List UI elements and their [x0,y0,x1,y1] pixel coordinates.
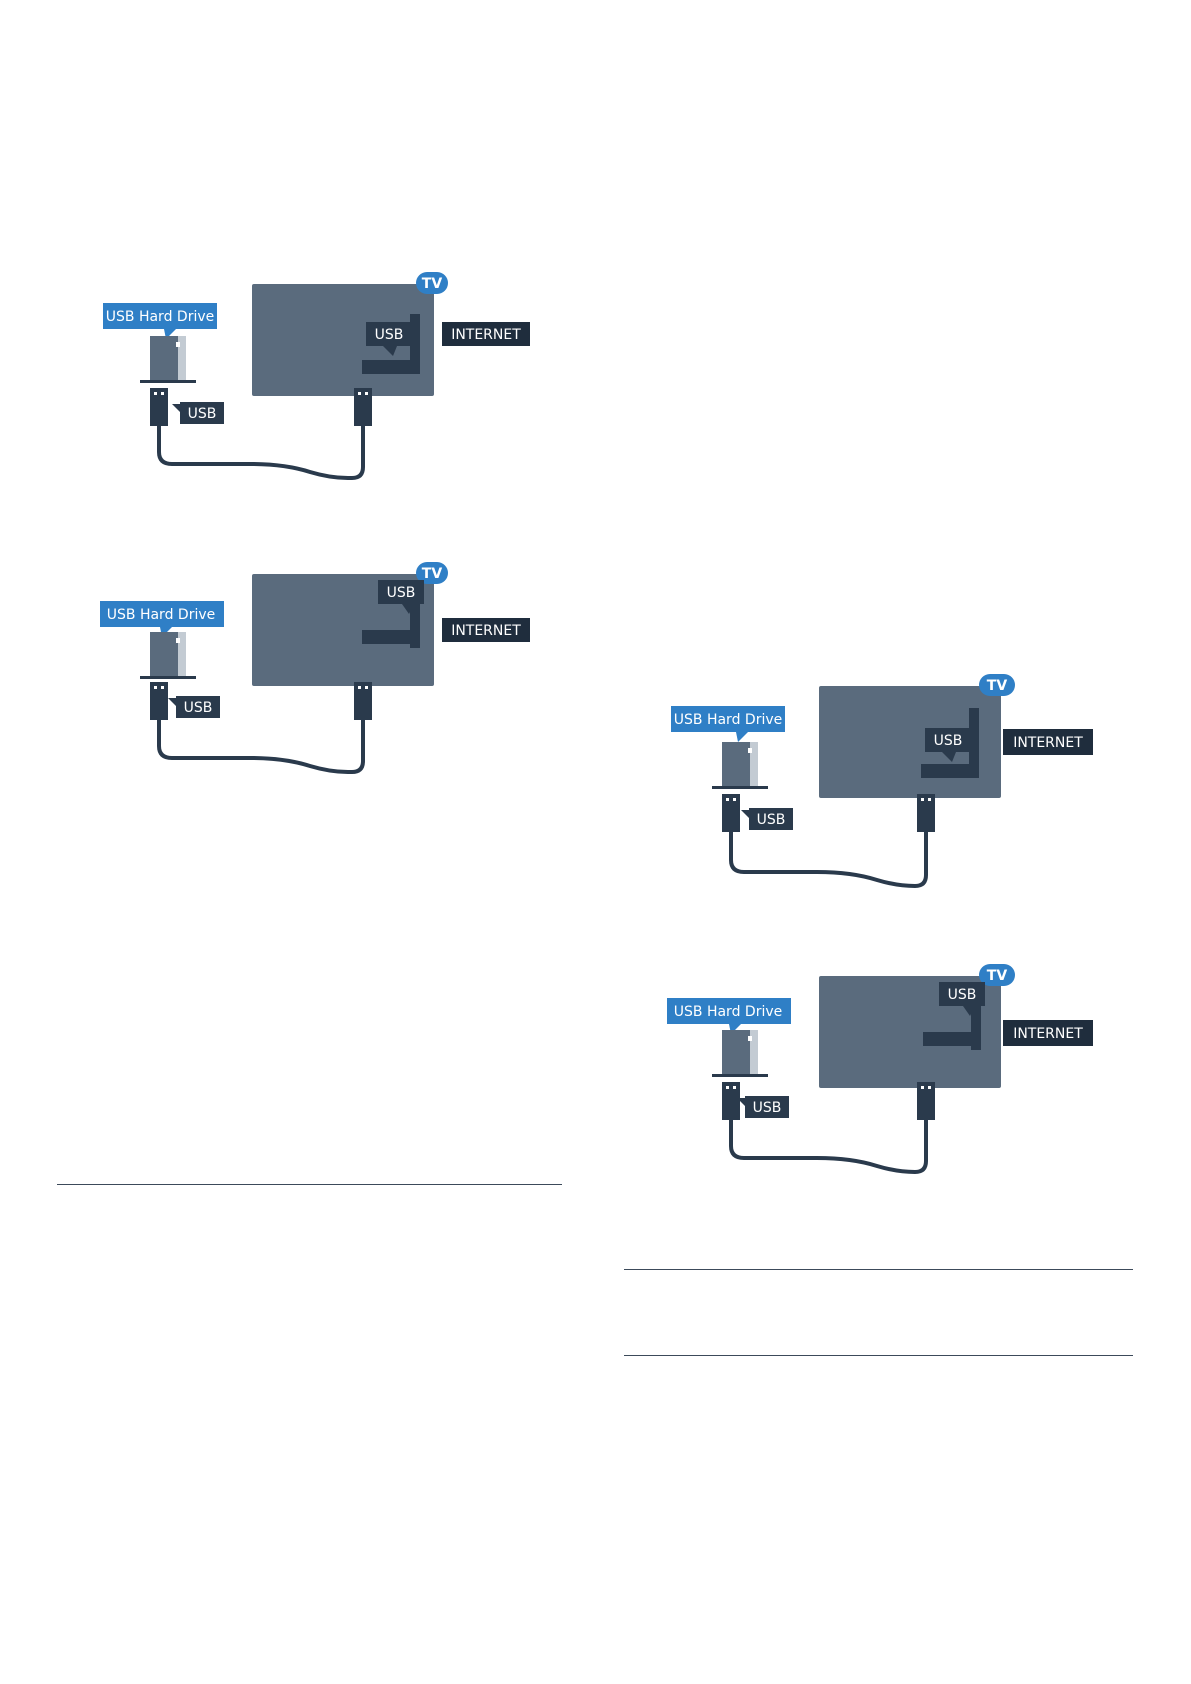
tv-badge [416,272,448,294]
tv-usb-port [362,360,412,374]
tv-port-post [410,600,420,648]
usb-plug-left-icon [722,794,740,832]
cable-usb-label: USB [757,812,786,828]
tv-port-post [410,314,420,374]
tv-usb-label: USB [387,585,416,601]
usb-plug-right-icon [917,794,935,832]
hard-drive-label-box [667,998,791,1024]
connection-diagram-4: TV USB INTERNET USB Hard Drive [667,964,1147,1204]
tv-usb-label: USB [934,733,963,749]
usb-plug-left-icon [150,388,168,426]
usb-cable [729,832,928,889]
internet-label-box [1003,729,1093,755]
hard-drive-label-box [103,303,217,329]
usb-plug-left-icon [722,1082,740,1120]
section-divider-right-2 [624,1355,1133,1356]
tv-badge-label: TV [987,678,1008,694]
cable-usb-label: USB [188,406,217,422]
hard-drive-label: USB Hard Drive [674,1004,782,1020]
tv-usb-label: USB [375,327,404,343]
tv-badge [979,674,1015,696]
usb-hard-drive-icon [712,742,768,789]
hard-drive-label: USB Hard Drive [107,607,215,623]
tv-port-post [969,708,979,778]
cable-usb-label-box [180,402,224,424]
cable-usb-label-box [176,696,220,718]
internet-label: INTERNET [451,327,521,343]
usb-plug-left-icon [150,682,168,720]
tv-usb-port [362,630,412,644]
section-divider-left [57,1184,562,1185]
usb-hard-drive-icon [140,336,196,383]
usb-hard-drive-icon [712,1030,768,1077]
tv-badge-label: TV [422,276,443,292]
tv-usb-port [923,1032,973,1046]
internet-label: INTERNET [1013,1026,1083,1042]
tv-badge-label: TV [422,566,443,582]
hard-drive-label: USB Hard Drive [674,712,782,728]
tv-usb-label: USB [948,987,977,1003]
hard-drive-label-box [671,706,785,732]
usb-cable [729,1120,928,1175]
tv-port-post [971,1002,981,1050]
section-divider-right-1 [624,1269,1133,1270]
tv-badge-label: TV [987,968,1008,984]
usb-plug-right-icon [917,1082,935,1120]
hard-drive-label: USB Hard Drive [106,309,214,325]
tv-usb-label-box [378,580,424,604]
hard-drive-label-box [100,601,224,627]
usb-cable [157,426,365,480]
usb-plug-right-icon [354,682,372,720]
tv-usb-label-box [939,982,985,1006]
internet-label: INTERNET [1013,735,1083,751]
cable-usb-label: USB [184,700,213,716]
cable-usb-label-box [745,1096,789,1118]
usb-hard-drive-icon [140,632,196,679]
tv-usb-label-box [925,728,971,752]
cable-usb-label: USB [753,1100,782,1116]
internet-label-box [442,618,530,642]
usb-plug-right-icon [354,388,372,426]
connection-diagram-3: TV USB INTERNET USB Hard Drive [667,674,1147,914]
internet-label-box [442,322,530,346]
tv-usb-label-box [366,322,412,346]
tv-badge [979,964,1015,986]
internet-label: INTERNET [451,623,521,639]
connection-diagram-2: TV USB INTERNET USB Hard Drive [100,562,580,802]
tv-usb-port [921,764,971,778]
tv-badge [416,562,448,584]
usb-cable [157,720,365,774]
connection-diagram-1: TV USB INTERNET USB Hard Drive [100,272,580,512]
cable-usb-label-box [749,808,793,830]
internet-label-box [1003,1020,1093,1046]
